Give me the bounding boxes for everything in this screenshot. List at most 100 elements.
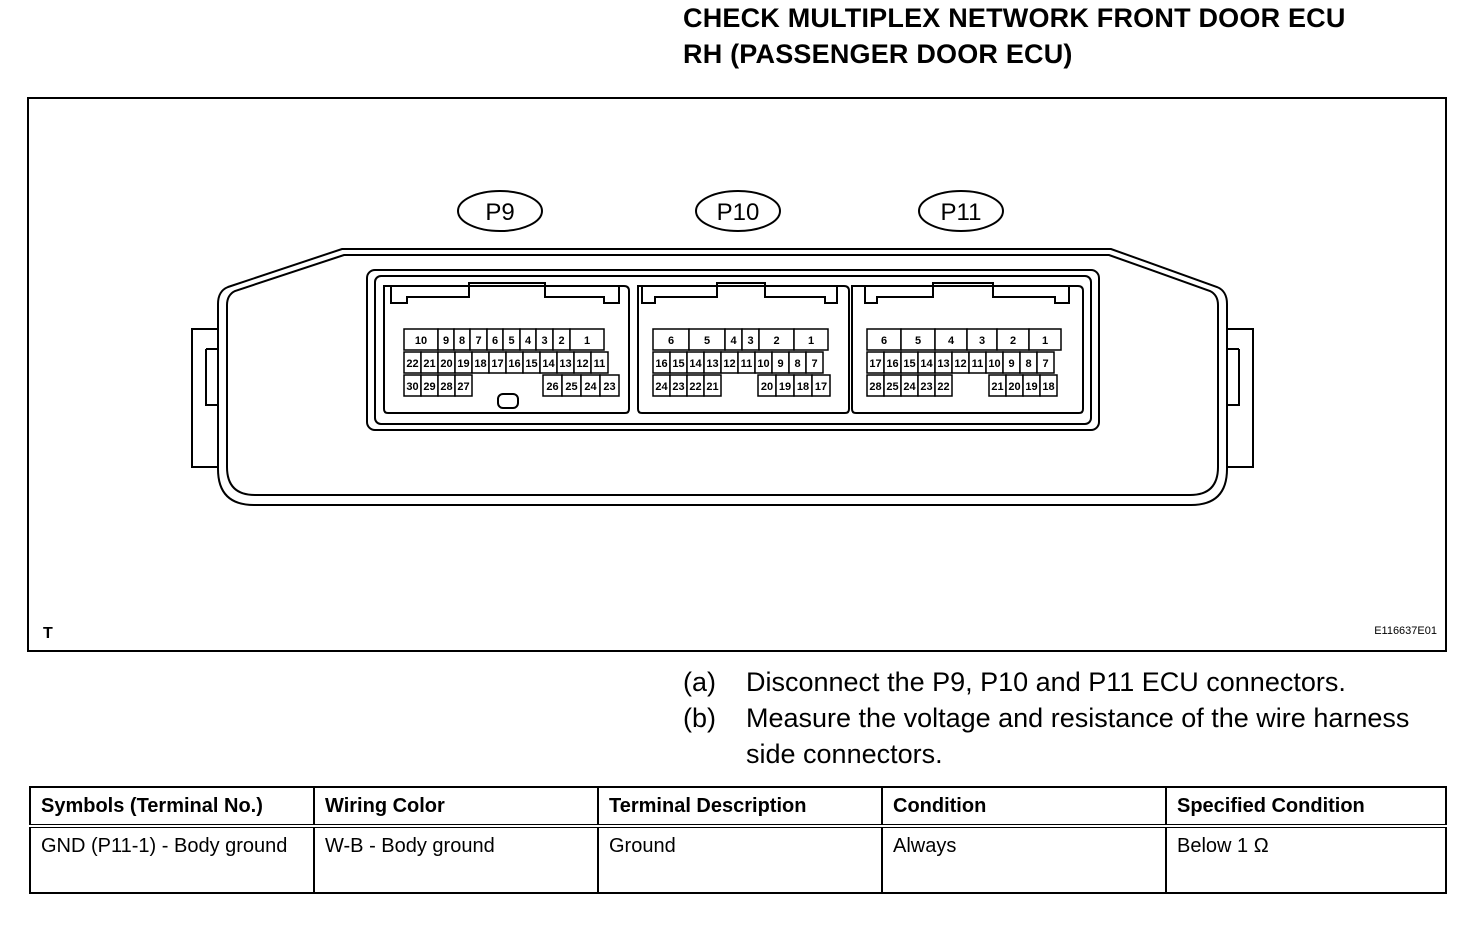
terminal-pin: 11 bbox=[968, 351, 987, 374]
terminal-pin: 16 bbox=[652, 351, 671, 374]
terminal-pin: 8 bbox=[788, 351, 807, 374]
terminal-pin: 5 bbox=[688, 328, 726, 351]
table-cell: GND (P11-1) - Body ground bbox=[29, 825, 315, 894]
svg-text:3: 3 bbox=[541, 335, 547, 347]
svg-text:12: 12 bbox=[954, 358, 966, 370]
terminal-pin: 1 bbox=[793, 328, 829, 351]
terminal-pin: 8 bbox=[453, 328, 471, 351]
terminal-pin: 30 bbox=[403, 374, 422, 397]
table-cell: Ground bbox=[597, 825, 883, 894]
column-header: Condition bbox=[881, 786, 1167, 828]
svg-text:23: 23 bbox=[920, 381, 932, 393]
connector-face-outer bbox=[366, 269, 1100, 431]
svg-text:4: 4 bbox=[948, 335, 955, 347]
ecu-housing-inner bbox=[226, 254, 1219, 496]
terminal-pin: 6 bbox=[486, 328, 504, 351]
terminal-pin: 13 bbox=[703, 351, 722, 374]
svg-text:1: 1 bbox=[1042, 335, 1048, 347]
connector-label-text: P10 bbox=[717, 199, 760, 226]
svg-text:19: 19 bbox=[779, 381, 791, 393]
svg-text:16: 16 bbox=[508, 358, 520, 370]
svg-text:29: 29 bbox=[423, 381, 435, 393]
svg-text:22: 22 bbox=[406, 358, 418, 370]
right-mount-tab bbox=[1227, 328, 1254, 468]
terminal-pin: 6 bbox=[652, 328, 690, 351]
svg-text:3: 3 bbox=[979, 335, 985, 347]
terminal-pin: 9 bbox=[771, 351, 790, 374]
svg-text:22: 22 bbox=[937, 381, 949, 393]
svg-text:8: 8 bbox=[1025, 358, 1031, 370]
connector-face-inner bbox=[374, 275, 1092, 425]
terminal-pin: 28 bbox=[437, 374, 456, 397]
step-a: (a) Disconnect the P9, P10 and P11 ECU c… bbox=[683, 664, 1446, 700]
terminal-pin: 16 bbox=[883, 351, 902, 374]
svg-text:13: 13 bbox=[559, 358, 571, 370]
terminal-pin: 21 bbox=[420, 351, 439, 374]
connector-label-text: P11 bbox=[941, 199, 982, 226]
svg-text:15: 15 bbox=[903, 358, 915, 370]
terminal-pin: 24 bbox=[900, 374, 919, 397]
svg-text:27: 27 bbox=[457, 381, 469, 393]
svg-text:1: 1 bbox=[584, 335, 590, 347]
table-header-row: Symbols (Terminal No.) Wiring Color Term… bbox=[29, 786, 1447, 828]
svg-text:16: 16 bbox=[886, 358, 898, 370]
step-b: (b) Measure the voltage and resistance o… bbox=[683, 700, 1446, 772]
svg-text:2: 2 bbox=[773, 335, 779, 347]
svg-text:9: 9 bbox=[777, 358, 783, 370]
svg-text:18: 18 bbox=[797, 381, 809, 393]
procedure-steps: (a) Disconnect the P9, P10 and P11 ECU c… bbox=[683, 664, 1446, 772]
terminal-pin: 2 bbox=[758, 328, 795, 351]
svg-text:2: 2 bbox=[558, 335, 564, 347]
terminal-pin: 4 bbox=[724, 328, 743, 351]
svg-text:4: 4 bbox=[730, 335, 737, 347]
terminal-pin: 11 bbox=[737, 351, 756, 374]
column-header: Specified Condition bbox=[1165, 786, 1447, 828]
terminal-pin: 23 bbox=[917, 374, 936, 397]
terminal-pin: 14 bbox=[539, 351, 558, 374]
terminal-pin: 27 bbox=[454, 374, 473, 397]
terminal-pin: 7 bbox=[1036, 351, 1055, 374]
terminal-pin: 10 bbox=[403, 328, 439, 351]
svg-text:5: 5 bbox=[915, 335, 921, 347]
terminal-pin: 1 bbox=[1028, 328, 1062, 351]
svg-text:14: 14 bbox=[689, 358, 702, 370]
terminal-pin: 21 bbox=[703, 374, 722, 397]
svg-text:4: 4 bbox=[525, 335, 532, 347]
terminal-pin: 24 bbox=[580, 374, 601, 397]
terminal-pin: 18 bbox=[1039, 374, 1058, 397]
svg-text:5: 5 bbox=[508, 335, 514, 347]
terminal-pin: 12 bbox=[951, 351, 970, 374]
svg-text:24: 24 bbox=[584, 381, 597, 393]
column-header: Symbols (Terminal No.) bbox=[29, 786, 315, 828]
svg-text:10: 10 bbox=[415, 335, 427, 347]
terminal-pin: 25 bbox=[883, 374, 902, 397]
svg-text:15: 15 bbox=[672, 358, 684, 370]
svg-text:7: 7 bbox=[811, 358, 817, 370]
terminal-pin: 11 bbox=[590, 351, 609, 374]
svg-text:28: 28 bbox=[869, 381, 881, 393]
svg-text:25: 25 bbox=[565, 381, 577, 393]
terminal-pin: 4 bbox=[934, 328, 968, 351]
p9-top-key bbox=[390, 282, 620, 304]
right-mount-tab-inner bbox=[1227, 348, 1240, 406]
terminal-pin: 22 bbox=[403, 351, 422, 374]
terminal-pin: 3 bbox=[966, 328, 998, 351]
svg-text:5: 5 bbox=[704, 335, 710, 347]
svg-text:18: 18 bbox=[1042, 381, 1054, 393]
p11-top-key bbox=[864, 282, 1070, 304]
terminal-pin: 7 bbox=[805, 351, 824, 374]
terminal-pin: 17 bbox=[866, 351, 885, 374]
terminal-pin: 24 bbox=[652, 374, 671, 397]
p10-body bbox=[637, 285, 850, 414]
svg-text:25: 25 bbox=[886, 381, 898, 393]
svg-text:24: 24 bbox=[655, 381, 668, 393]
p11-body bbox=[851, 285, 1084, 414]
svg-text:28: 28 bbox=[440, 381, 452, 393]
terminal-pin: 22 bbox=[686, 374, 705, 397]
step-letter: (a) bbox=[683, 667, 716, 697]
table-cell: W-B - Body ground bbox=[313, 825, 599, 894]
svg-text:8: 8 bbox=[459, 335, 465, 347]
svg-text:21: 21 bbox=[991, 381, 1003, 393]
figure-code: E116637E01 bbox=[1374, 625, 1437, 637]
